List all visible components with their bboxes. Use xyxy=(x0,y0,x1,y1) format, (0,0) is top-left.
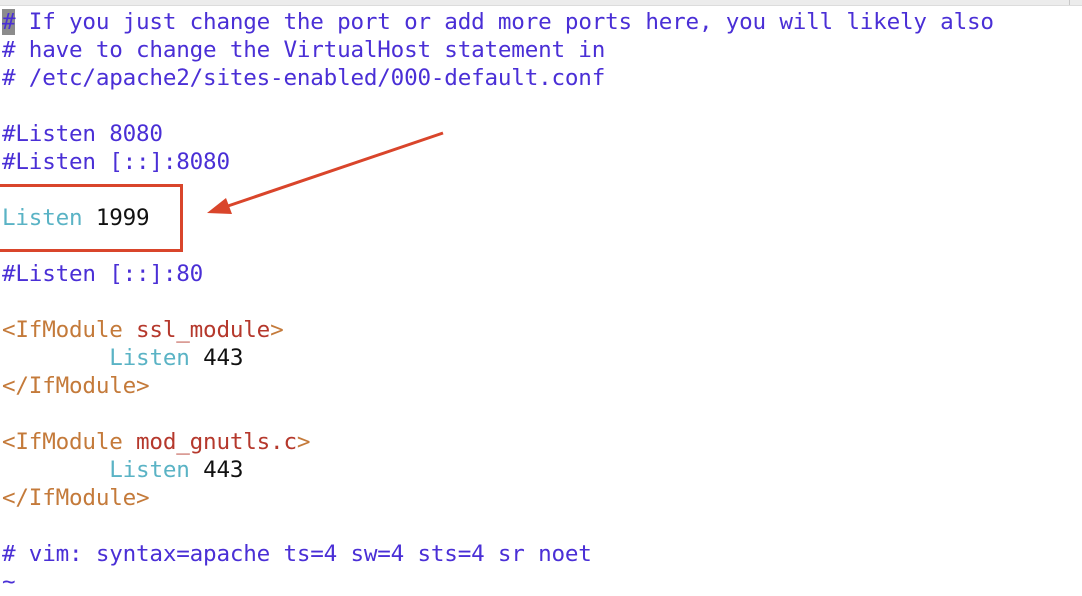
tag-close: </IfModule> xyxy=(2,485,150,511)
directive-value: 443 xyxy=(203,345,244,371)
code-line[interactable]: Listen 1999 xyxy=(2,204,994,232)
code-line[interactable]: ~ xyxy=(2,568,994,596)
code-line[interactable]: </IfModule> xyxy=(2,372,994,400)
code-line[interactable]: # vim: syntax=apache ts=4 sw=4 sts=4 sr … xyxy=(2,540,994,568)
code-line[interactable]: #Listen [::]:80 xyxy=(2,260,994,288)
comment-text: # /etc/apache2/sites-enabled/000-default… xyxy=(2,65,606,91)
empty-line-tilde: ~ xyxy=(2,569,16,595)
text-cursor: # xyxy=(2,9,16,35)
tag-open: <IfModule xyxy=(2,429,123,455)
top-divider xyxy=(1069,0,1070,5)
code-line[interactable]: </IfModule> xyxy=(2,484,994,512)
window-top-edge xyxy=(0,0,1082,6)
highlight-box-annotation xyxy=(0,184,183,252)
directive-value: 443 xyxy=(203,457,244,483)
comment-text: #Listen 8080 xyxy=(2,121,163,147)
comment-text: # vim: syntax=apache ts=4 sw=4 sts=4 sr … xyxy=(2,541,592,567)
directive-keyword: Listen xyxy=(109,457,190,483)
code-line[interactable]: # /etc/apache2/sites-enabled/000-default… xyxy=(2,64,994,92)
comment-text: #Listen [::]:80 xyxy=(2,261,204,287)
comment-text: If you just change the port or add more … xyxy=(15,9,994,35)
tag-open: <IfModule xyxy=(2,317,123,343)
code-line[interactable]: #Listen [::]:8080 xyxy=(2,148,994,176)
tag-close: </IfModule> xyxy=(2,373,150,399)
directive-keyword: Listen xyxy=(109,345,190,371)
code-line[interactable]: <IfModule mod_gnutls.c> xyxy=(2,428,994,456)
module-name: ssl_module xyxy=(136,317,271,343)
tag-bracket: > xyxy=(296,429,311,455)
code-line[interactable]: # have to change the VirtualHost stateme… xyxy=(2,36,994,64)
comment-text: # have to change the VirtualHost stateme… xyxy=(2,37,606,63)
comment-text: #Listen [::]:8080 xyxy=(2,149,230,175)
code-line[interactable]: Listen 443 xyxy=(2,456,994,484)
arrow-head-icon xyxy=(207,198,232,214)
directive-value: 1999 xyxy=(95,205,150,231)
code-line[interactable]: <IfModule ssl_module> xyxy=(2,316,994,344)
module-name: mod_gnutls.c xyxy=(136,429,297,455)
vim-editor-buffer[interactable]: # If you just change the port or add mor… xyxy=(2,8,994,596)
code-line[interactable]: # If you just change the port or add mor… xyxy=(2,8,994,36)
tag-bracket: > xyxy=(270,317,284,343)
code-line[interactable]: #Listen 8080 xyxy=(2,120,994,148)
directive-keyword: Listen xyxy=(2,205,83,231)
code-line[interactable]: Listen 443 xyxy=(2,344,994,372)
